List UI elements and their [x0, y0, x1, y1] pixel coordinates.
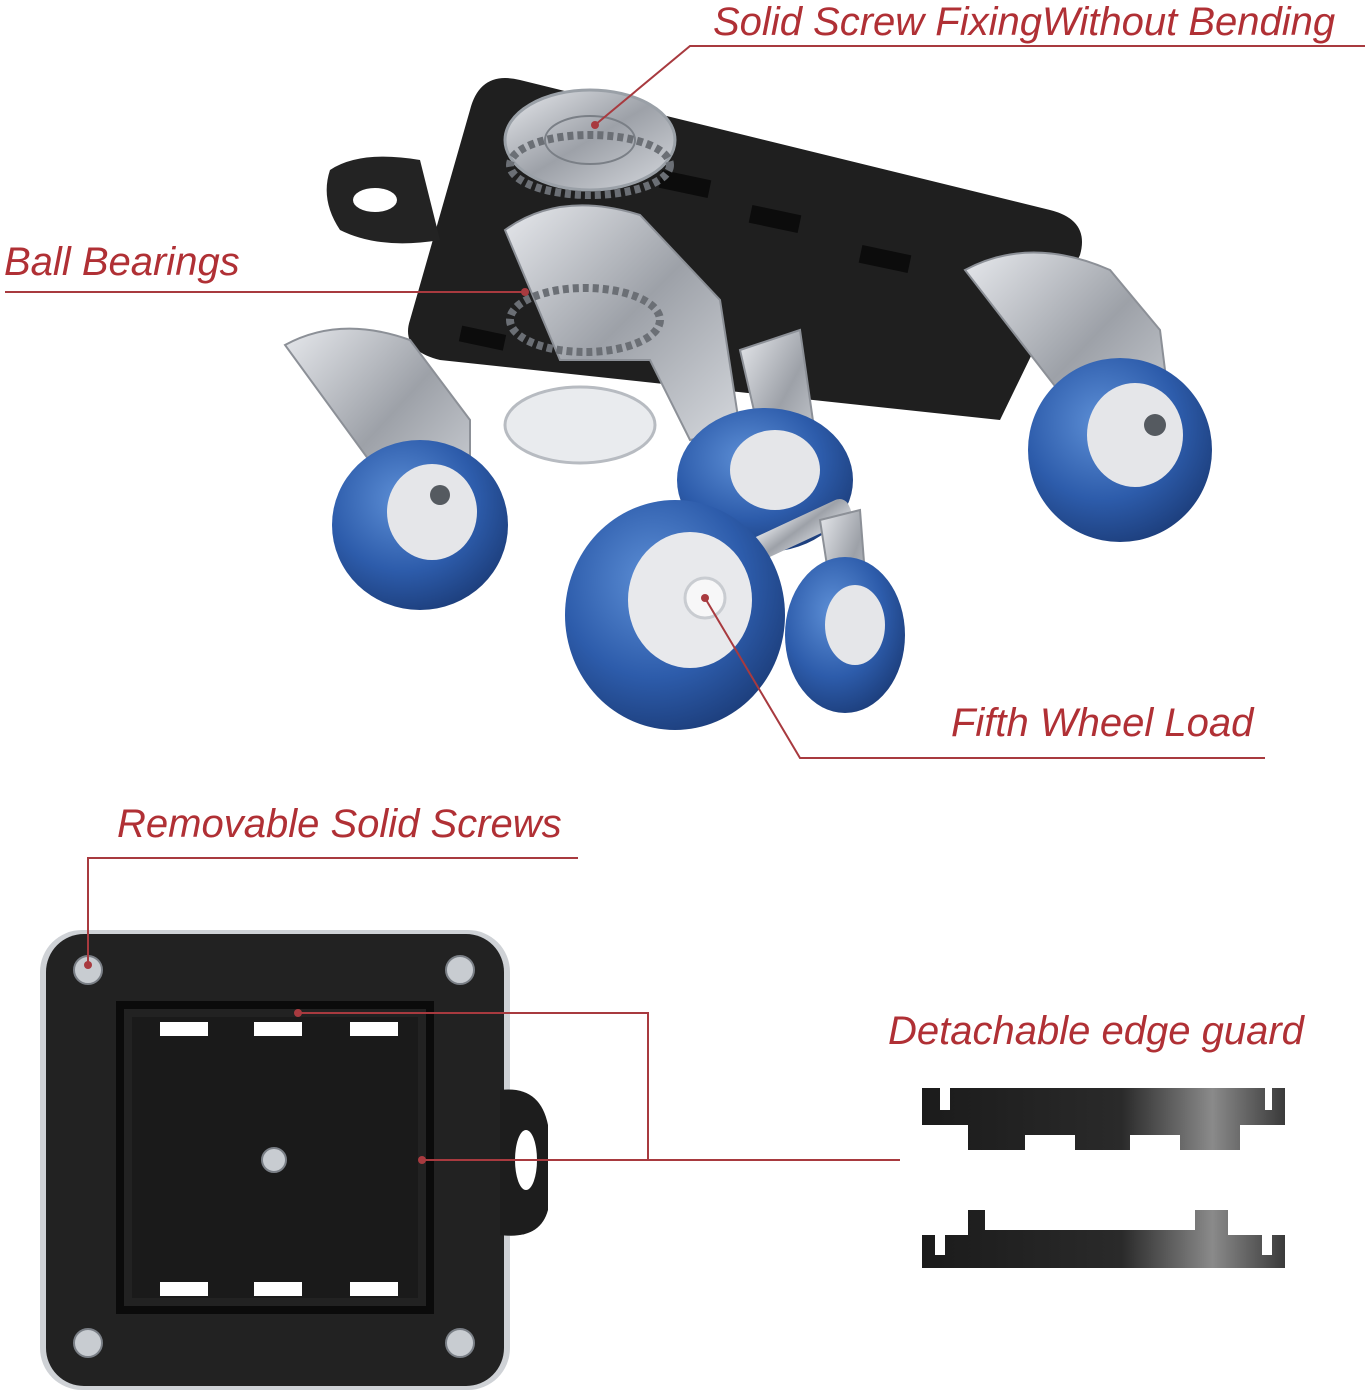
leader-removable-screws: [87, 857, 578, 965]
label-solid-screw: Solid Screw FixingWithout Bending: [713, 0, 1336, 44]
leader-edge-guard: [298, 1012, 900, 1161]
ball-ring-top: [506, 131, 674, 199]
edge-guard-lower: [922, 1210, 1285, 1268]
label-edge-guard: Detachable edge guard: [888, 1009, 1304, 1053]
label-ball-bearings: Ball Bearings: [4, 240, 240, 284]
bearing-top: [503, 88, 677, 199]
caster-wheel-left: [283, 327, 508, 610]
leader-solid-screw: [594, 45, 1365, 126]
label-fifth-wheel: Fifth Wheel Load: [951, 701, 1254, 745]
tab-keyhole: [353, 188, 397, 212]
label-removable-screws: Removable Solid Screws: [117, 802, 562, 846]
square-plate-topview: [40, 930, 548, 1390]
caster-wheel-right: [963, 251, 1212, 542]
leader-fifth-wheel: [704, 597, 1265, 759]
edge-guard-upper: [922, 1088, 1285, 1150]
corner-screws: [73, 955, 475, 1358]
leader-lines: [5, 45, 1365, 1161]
fifth-wheel: [565, 499, 905, 730]
ball-ring-center: [506, 284, 664, 356]
